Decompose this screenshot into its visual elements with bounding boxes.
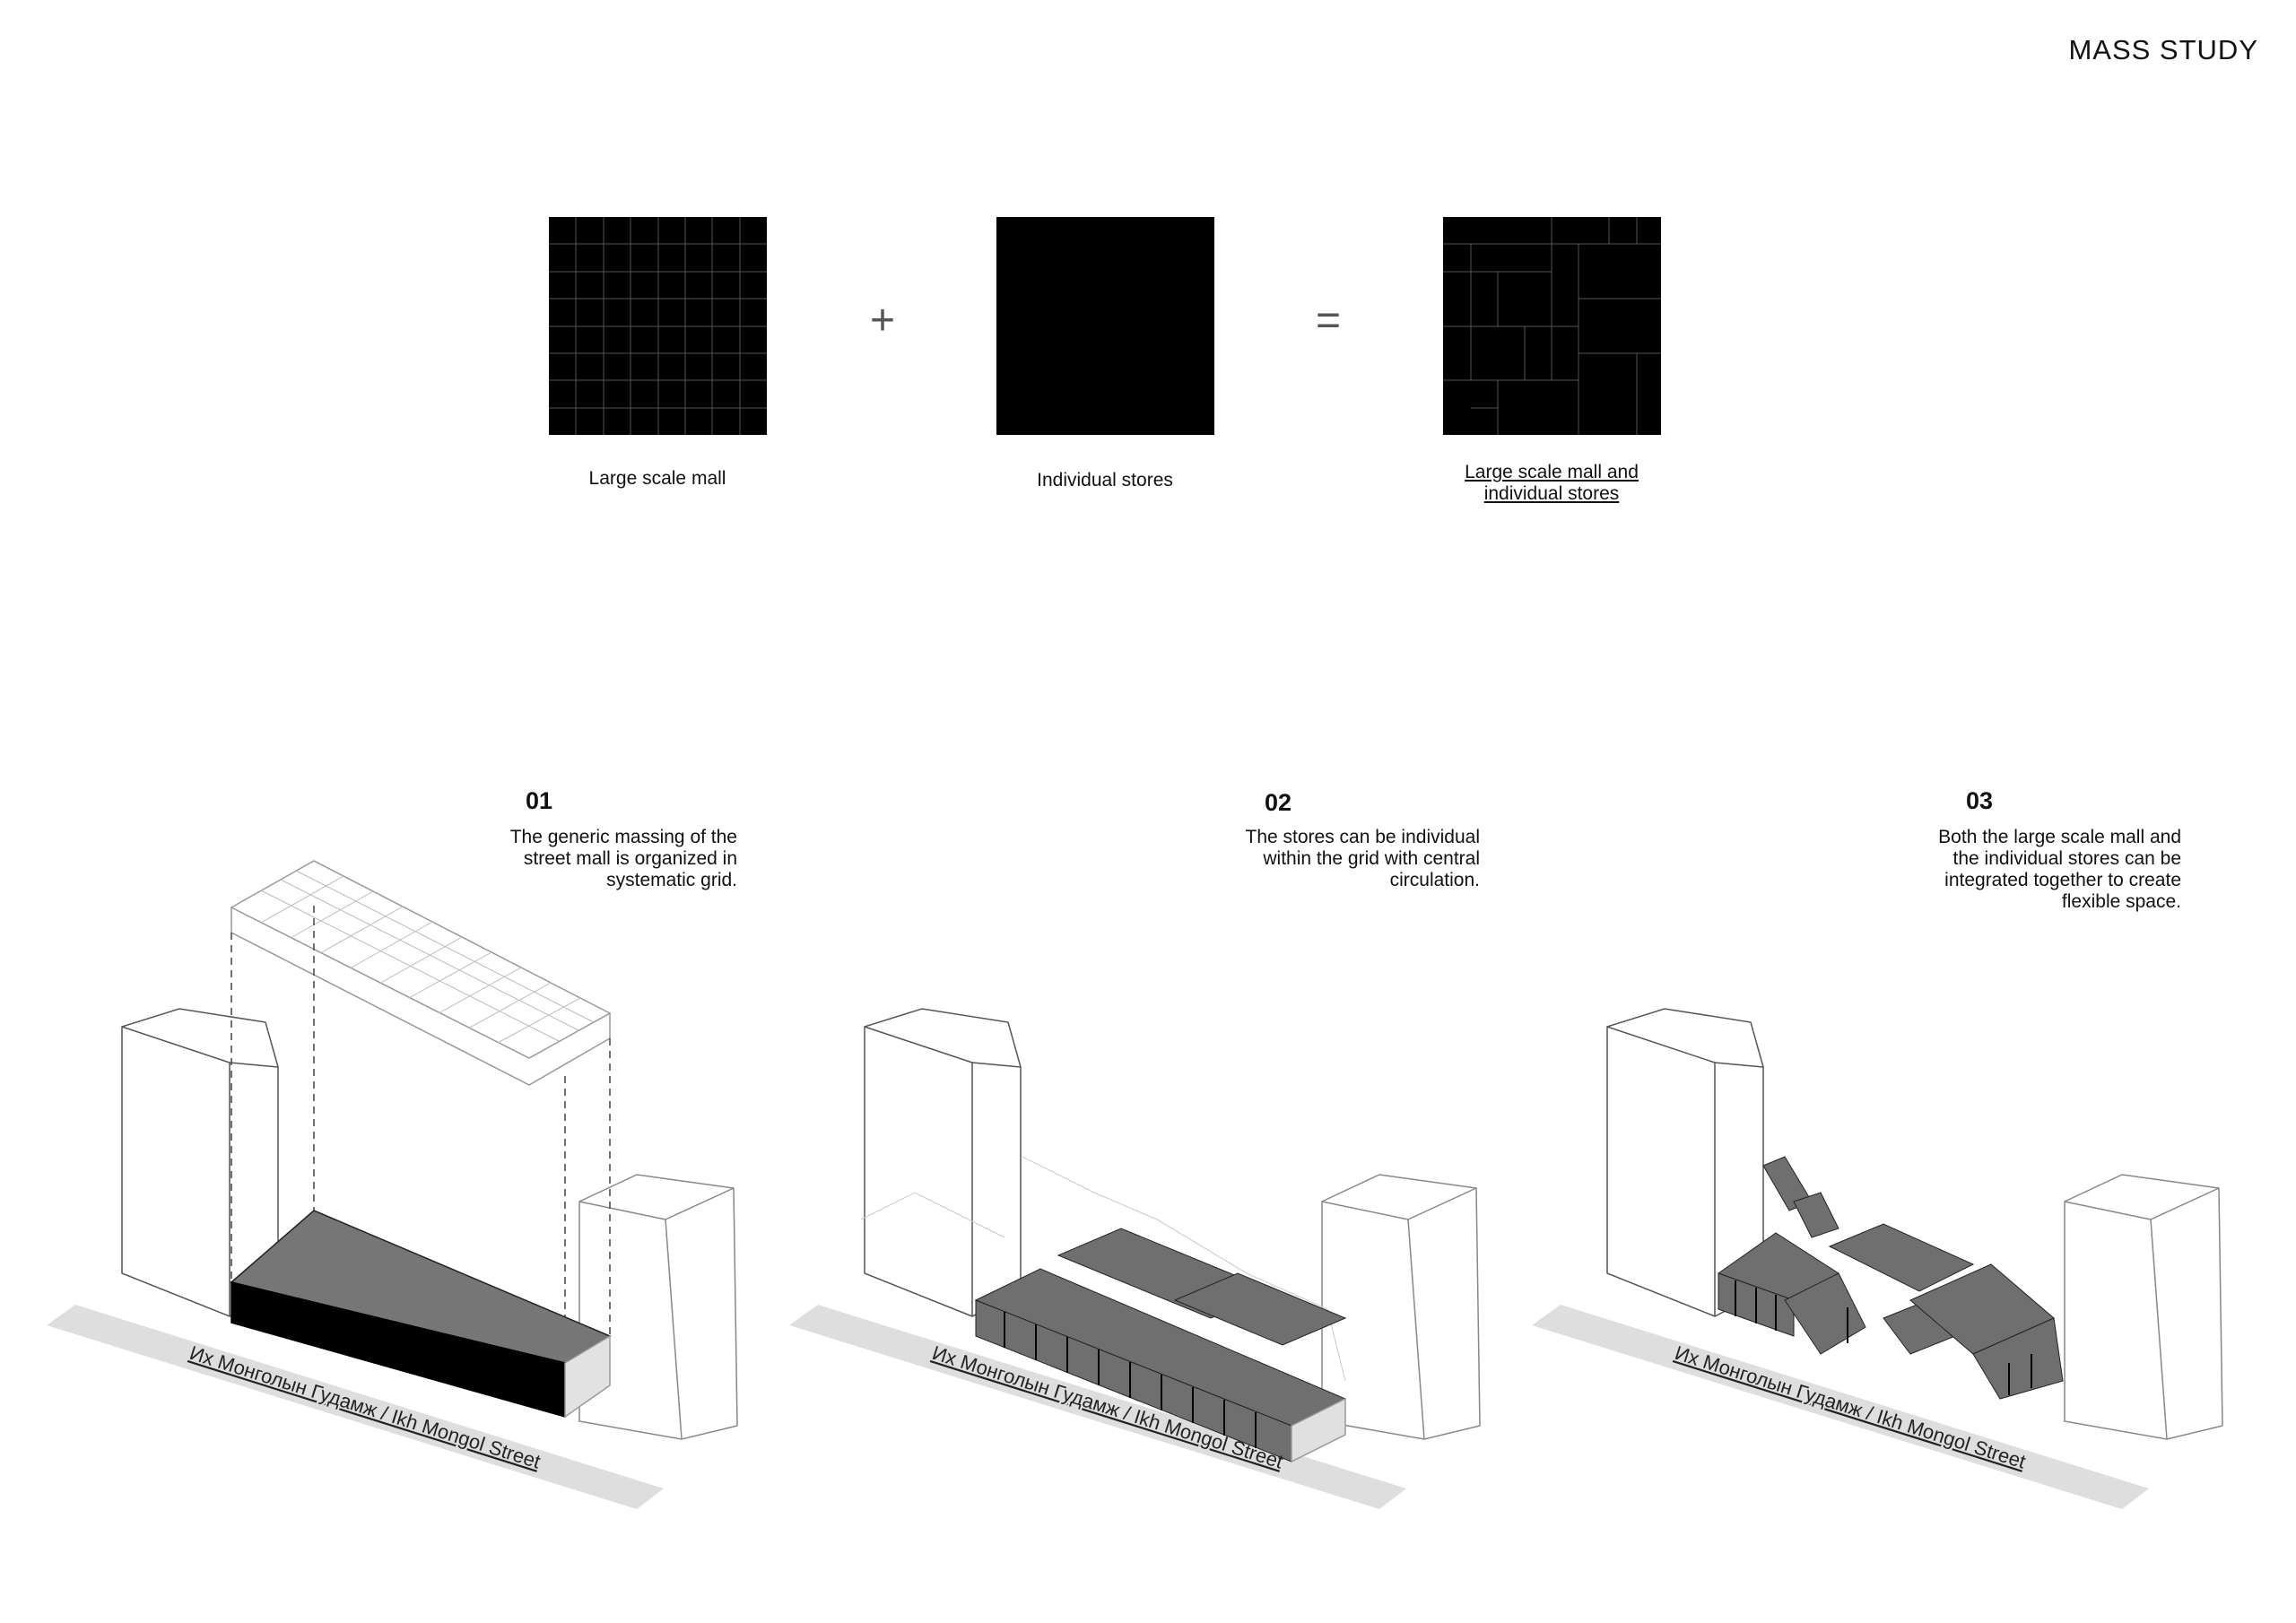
- caption-combined: Large scale mall and individual stores: [1465, 462, 1639, 504]
- combined-diagram: [1443, 217, 1661, 435]
- page-title: MASS STUDY: [2068, 34, 2258, 65]
- plus-symbol: +: [870, 297, 896, 344]
- equals-symbol: =: [1316, 297, 1342, 344]
- step-number-01: 01: [526, 787, 553, 814]
- step-description-03: Both the large scale mall and the indivi…: [1938, 827, 2181, 912]
- step-description-01: The generic massing of the street mall i…: [509, 827, 737, 890]
- step-number-03: 03: [1966, 787, 1994, 814]
- panel-02-axonometric: [860, 1008, 1481, 1463]
- step-description-02: The stores can be individual within the …: [1245, 827, 1481, 890]
- street-label-03: Их Монголын Гудамж / Ikh Mongol Street: [1672, 1341, 2028, 1473]
- large-scale-mall-diagram: [549, 217, 767, 435]
- individual-stores-diagram: [996, 217, 1214, 435]
- panel-01-axonometric: [121, 860, 738, 1440]
- street-strips: [47, 1305, 2149, 1509]
- step-number-02: 02: [1265, 789, 1292, 816]
- caption-individual-stores: Individual stores: [1037, 470, 1173, 490]
- panel-03-axonometric: [1606, 1008, 2223, 1440]
- caption-large-scale-mall: Large scale mall: [588, 468, 726, 489]
